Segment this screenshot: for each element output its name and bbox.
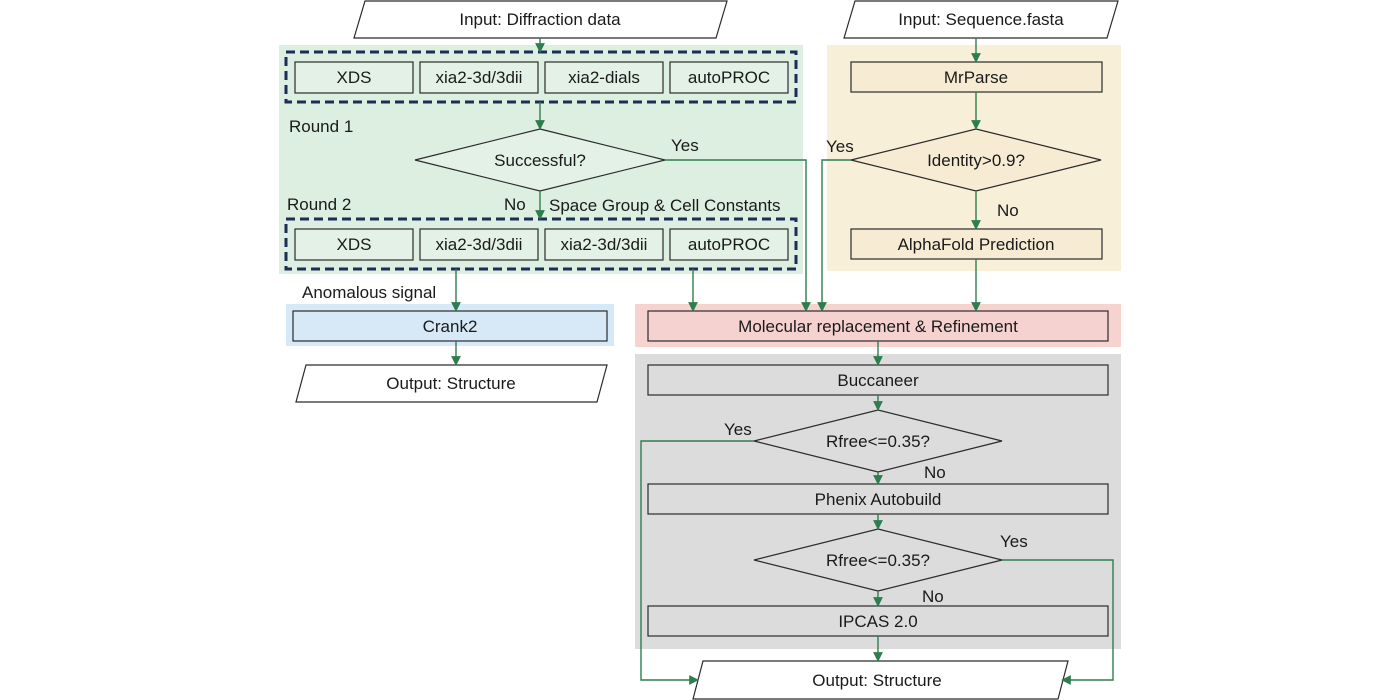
rfree2-label: Rfree<=0.35?: [826, 551, 930, 570]
arrow-rfree2-yes: [1002, 559, 1114, 685]
successful-label: Successful?: [494, 151, 586, 170]
round2-tool-label: autoPROC: [688, 235, 770, 254]
round2-tool-box: [419, 228, 539, 261]
round1-tool-label: xia2-dials: [568, 68, 640, 87]
input-sequence-label: Input: Sequence.fasta: [898, 10, 1064, 29]
identity-label: Identity>0.9?: [927, 151, 1025, 170]
round2-tool-label: xia2-3d/3dii: [561, 235, 648, 254]
successful-no-label: No: [504, 195, 526, 214]
round1-tool-box: [544, 61, 664, 94]
mrparse-label: MrParse: [944, 68, 1008, 87]
anomalous-signal-label: Anomalous signal: [302, 283, 436, 302]
alphafold-label: AlphaFold Prediction: [898, 235, 1055, 254]
arrow-rfree1-yes: [640, 440, 754, 685]
output-left-shape: [295, 364, 608, 403]
input-sequence-shape: [843, 0, 1119, 39]
round1-tool-label: XDS: [337, 68, 372, 87]
identity-no-label: No: [997, 201, 1019, 220]
output-right-shape: [692, 660, 1069, 700]
rfree1-label: Rfree<=0.35?: [826, 432, 930, 451]
rfree2-no-label: No: [922, 587, 944, 606]
round1-tool-box: [669, 61, 789, 94]
buccaneer-label: Buccaneer: [837, 371, 919, 390]
space-group-label: Space Group & Cell Constants: [549, 196, 781, 215]
round1-tool-label: xia2-3d/3dii: [436, 68, 523, 87]
mr-label: Molecular replacement & Refinement: [738, 317, 1018, 336]
round2-tool-box: [544, 228, 664, 261]
arrow-successful-yes: [665, 159, 811, 312]
round2-label: Round 2: [287, 195, 351, 214]
crank2-box: [292, 310, 608, 342]
output-left-label: Output: Structure: [386, 374, 515, 393]
round2-tool-box: [294, 228, 414, 261]
connectors: [451, 38, 1114, 685]
round2-tool-label: XDS: [337, 235, 372, 254]
ipcas-label: IPCAS 2.0: [838, 612, 917, 631]
mr-box: [647, 310, 1109, 342]
rfree1-yes-label: Yes: [724, 420, 752, 439]
buccaneer-box: [647, 364, 1109, 396]
successful-yes-label: Yes: [671, 136, 699, 155]
identity-yes-label: Yes: [826, 137, 854, 156]
phenix-label: Phenix Autobuild: [815, 490, 942, 509]
output-right-label: Output: Structure: [812, 671, 941, 690]
input-diffraction-label: Input: Diffraction data: [459, 10, 621, 29]
rfree2-yes-label: Yes: [1000, 532, 1028, 551]
phenix-box: [647, 483, 1109, 515]
round1-label: Round 1: [289, 117, 353, 136]
round1-tool-box: [294, 61, 414, 94]
rfree1-no-label: No: [924, 463, 946, 482]
ipcas-box: [647, 605, 1109, 637]
crank2-label: Crank2: [423, 317, 478, 336]
arrow-identity-yes: [817, 159, 851, 312]
round1-tool-label: autoPROC: [688, 68, 770, 87]
input-diffraction-shape: [353, 0, 728, 39]
round2-tool-label: xia2-3d/3dii: [436, 235, 523, 254]
round1-tool-box: [419, 61, 539, 94]
round2-tool-box: [669, 228, 789, 261]
